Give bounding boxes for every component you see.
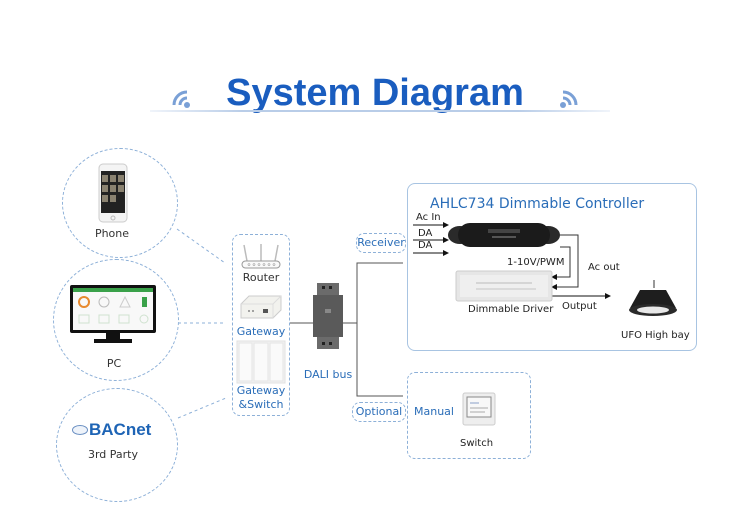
dali-bus-label: DALI bus (303, 368, 353, 381)
manual-label: Manual (414, 405, 454, 418)
smartphone-icon (98, 163, 128, 223)
bacnet-logo: BACnet (72, 420, 162, 442)
switch-label: Switch (460, 438, 494, 449)
output-label: Output (562, 301, 597, 312)
dali-trunk-line (356, 262, 403, 397)
dimmable-driver-icon (455, 270, 553, 302)
gateway-group (232, 234, 290, 416)
ufo-high-bay-label: UFO High bay (621, 330, 690, 341)
monitor-icon (70, 285, 156, 343)
controller-device-icon (448, 223, 560, 247)
router-icon (241, 244, 281, 269)
title-underline (150, 110, 610, 112)
dimmable-driver-label: Dimmable Driver (468, 304, 554, 315)
ashrae-badge-icon (72, 425, 88, 435)
phone-connector (176, 228, 226, 264)
pc-label: PC (106, 357, 122, 370)
touch-panel-switch-icon (462, 392, 496, 426)
wifi-signal-left-icon (172, 90, 190, 108)
3rd-party-connector (177, 397, 227, 419)
controller-panel (407, 183, 697, 351)
ac-out-line (551, 234, 579, 290)
gateway-switch-label-line1: Gateway (236, 384, 286, 397)
dali-power-module-icon (313, 283, 343, 349)
page-title: System Diagram (226, 72, 524, 114)
wall-switch-icon (236, 340, 286, 384)
wifi-signal-right-icon (560, 90, 578, 108)
gateway-switch-label-line2: &Switch (238, 398, 284, 411)
da-label-2: DA (418, 240, 433, 251)
manual-switch-panel (407, 372, 531, 459)
router-label: Router (242, 271, 280, 284)
bacnet-logo-text: BACnet (89, 420, 152, 439)
ac-out-label: Ac out (588, 262, 620, 273)
ufo-high-bay-icon (629, 280, 677, 316)
ac-in-label: Ac In (416, 212, 441, 223)
gateway-label: Gateway (236, 325, 286, 338)
receiver-tag: Receiver (356, 233, 406, 253)
gateway-box-icon (240, 295, 282, 319)
phone-label: Phone (94, 227, 130, 240)
3rd-party-node (56, 388, 178, 502)
optional-tag: Optional (352, 402, 406, 422)
3rd-party-label: 3rd Party (87, 448, 139, 461)
controller-title: AHLC734 Dimmable Controller (430, 196, 645, 212)
dimming-signal-label: 1-10V/PWM (507, 257, 565, 268)
da-label-1: DA (418, 228, 433, 239)
dimming-signal-line (551, 246, 571, 280)
